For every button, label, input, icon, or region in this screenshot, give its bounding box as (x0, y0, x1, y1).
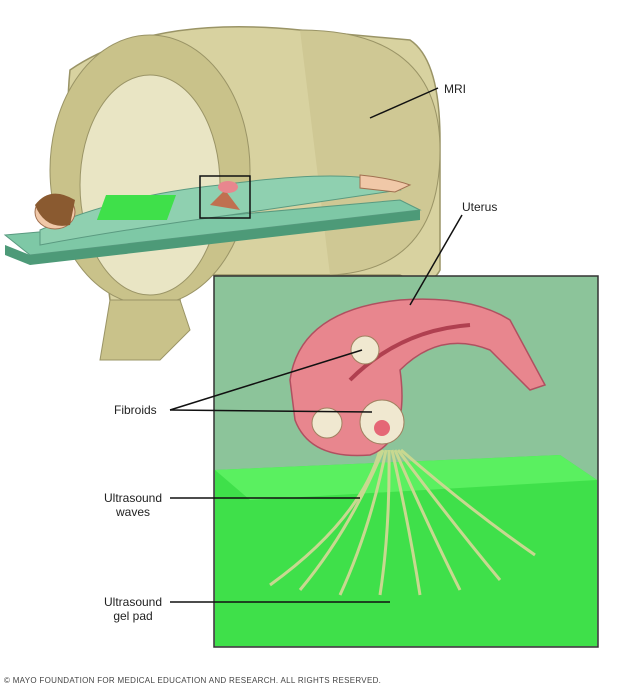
uterus-label: Uterus (462, 200, 498, 214)
gel-pad-label-line1: Ultrasound (103, 595, 163, 609)
copyright: © MAYO FOUNDATION FOR MEDICAL EDUCATION … (4, 676, 382, 685)
gel-pad-label-line2: gel pad (113, 609, 153, 623)
patient-on-table (3, 174, 422, 265)
ultrasound-waves-label-line1: Ultrasound (103, 491, 163, 505)
ultrasound-waves (269, 448, 536, 596)
gel-pad-label: Ultrasound gel pad (100, 595, 166, 623)
leader-lines (169, 87, 463, 603)
ultrasound-waves-label-line2: waves (115, 505, 150, 519)
ultrasound-waves-label: Ultrasound waves (100, 491, 166, 519)
inset-view (213, 275, 599, 648)
fibroids-label: Fibroids (114, 403, 157, 417)
mri-label: MRI (444, 82, 466, 96)
